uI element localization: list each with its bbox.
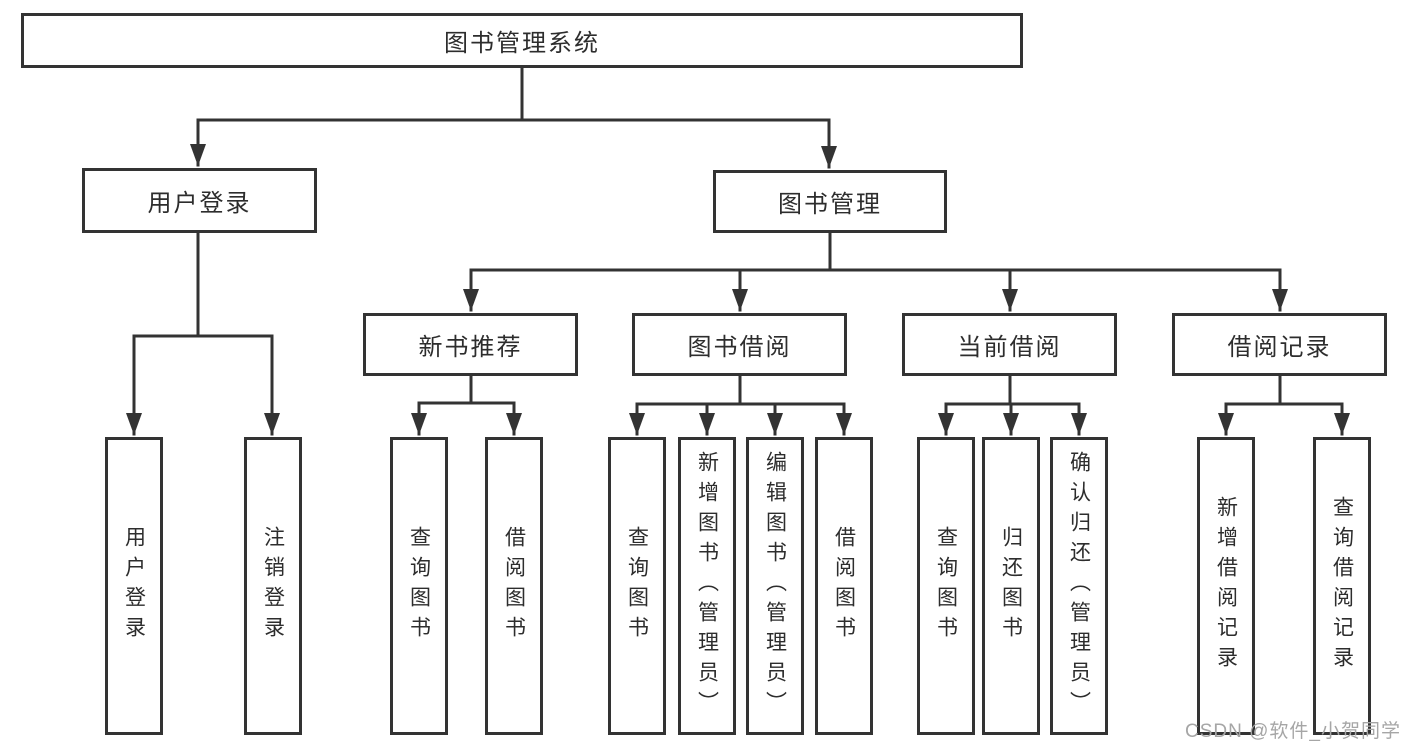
node-label: 确认归还（管理员） bbox=[1067, 451, 1091, 721]
node-label: 图书借阅 bbox=[687, 334, 792, 361]
node-book-borrowing: 图书借阅 bbox=[632, 313, 847, 376]
leaf-query-books-recommend: 查询图书 bbox=[390, 437, 448, 735]
leaf-return-books: 归还图书 bbox=[982, 437, 1040, 735]
node-label: 归还图书 bbox=[999, 526, 1023, 646]
node-label: 查询图书 bbox=[625, 526, 649, 646]
node-new-book-recommendation: 新书推荐 bbox=[363, 313, 578, 376]
node-borrowing-records: 借阅记录 bbox=[1172, 313, 1387, 376]
leaf-logout: 注销登录 bbox=[244, 437, 302, 735]
csdn-watermark: CSDN @软件_小贺同学 bbox=[1185, 721, 1401, 742]
node-user-login: 用户登录 bbox=[82, 168, 317, 233]
node-label: 用户登录 bbox=[122, 526, 146, 646]
leaf-add-books-admin: 新增图书（管理员） bbox=[678, 437, 736, 735]
leaf-borrow-books-borrowing: 借阅图书 bbox=[815, 437, 873, 735]
node-label: 用户登录 bbox=[147, 190, 252, 217]
node-label: 图书管理 bbox=[778, 191, 882, 218]
node-label: 查询图书 bbox=[934, 526, 958, 646]
node-label: 借阅记录 bbox=[1227, 334, 1332, 361]
leaf-borrow-books-recommend: 借阅图书 bbox=[485, 437, 543, 735]
node-label: 注销登录 bbox=[261, 526, 285, 646]
node-library-management-system: 图书管理系统 bbox=[21, 13, 1023, 68]
leaf-query-borrow-record: 查询借阅记录 bbox=[1313, 437, 1371, 735]
node-label: 新书推荐 bbox=[418, 334, 523, 361]
node-label: 编辑图书（管理员） bbox=[763, 451, 787, 721]
node-label: 查询借阅记录 bbox=[1330, 496, 1354, 676]
node-book-management: 图书管理 bbox=[713, 170, 947, 233]
node-label: 借阅图书 bbox=[832, 526, 856, 646]
leaf-confirm-return-admin: 确认归还（管理员） bbox=[1050, 437, 1108, 735]
leaf-query-books-borrowing: 查询图书 bbox=[608, 437, 666, 735]
leaf-edit-books-admin: 编辑图书（管理员） bbox=[746, 437, 804, 735]
node-label: 当前借阅 bbox=[957, 334, 1062, 361]
node-label: 查询图书 bbox=[407, 526, 431, 646]
node-label: 新增图书（管理员） bbox=[695, 451, 719, 721]
node-label: 图书管理系统 bbox=[444, 30, 600, 57]
node-label: 借阅图书 bbox=[502, 526, 526, 646]
node-current-borrowing: 当前借阅 bbox=[902, 313, 1117, 376]
leaf-add-borrow-record: 新增借阅记录 bbox=[1197, 437, 1255, 735]
leaf-user-login: 用户登录 bbox=[105, 437, 163, 735]
node-label: 新增借阅记录 bbox=[1214, 496, 1238, 676]
leaf-query-books-current: 查询图书 bbox=[917, 437, 975, 735]
